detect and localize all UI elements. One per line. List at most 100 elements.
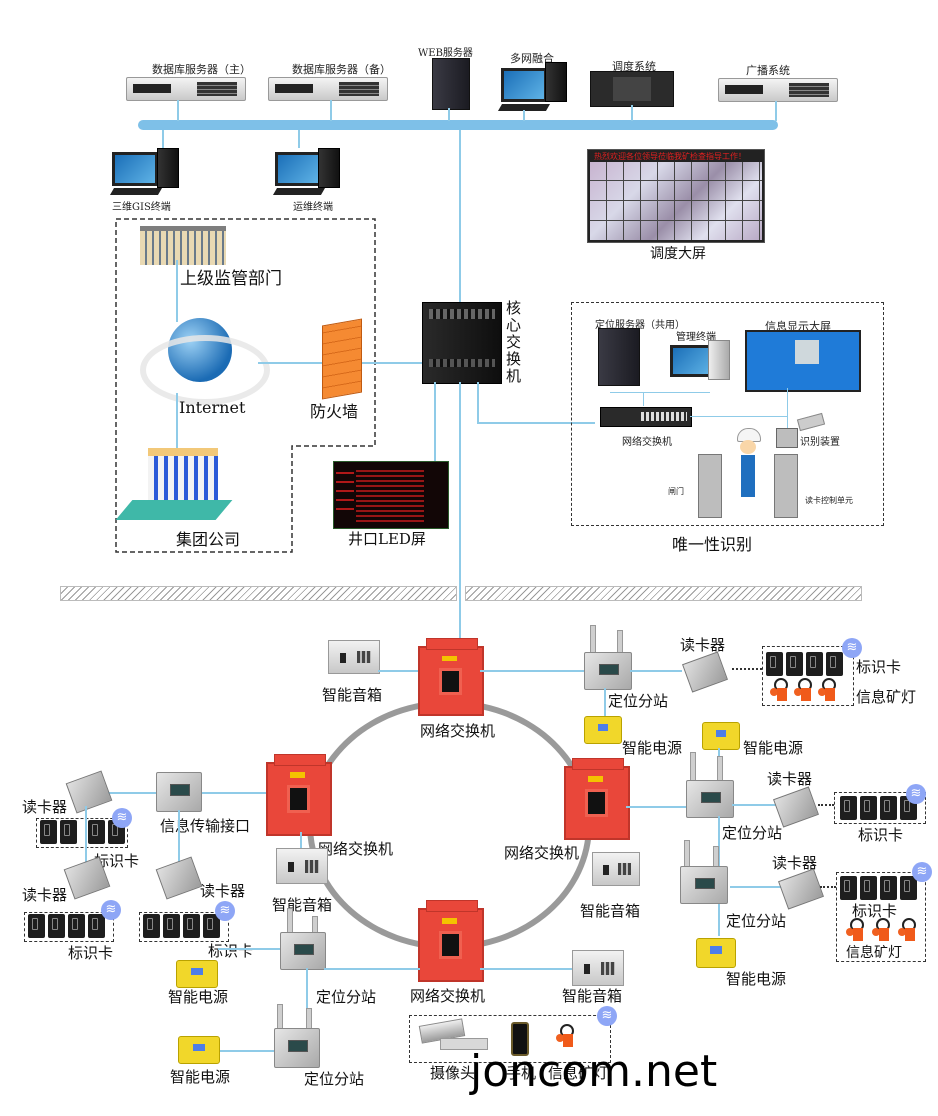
label-ring-switch-top: 网络交换机 bbox=[420, 722, 496, 740]
core-switch-icon bbox=[422, 302, 502, 384]
keyboard-icon bbox=[109, 188, 163, 195]
label-recognizer: 识别装置 bbox=[800, 437, 840, 448]
positioning-station-icon bbox=[584, 652, 632, 690]
core-switch-slots bbox=[429, 309, 495, 319]
mgmt-terminal-pc-icon bbox=[708, 340, 730, 380]
ring-switch-top-icon bbox=[418, 638, 484, 716]
group-ground-icon bbox=[115, 500, 233, 520]
label-multi-net: 多网融合 bbox=[510, 52, 554, 65]
label-web-server: WEB服务器 bbox=[418, 48, 473, 59]
positioning-station-icon bbox=[680, 866, 728, 904]
id-card-icon bbox=[860, 796, 877, 820]
wifi-icon: ≋ bbox=[597, 1006, 617, 1026]
label-positioning-station: 定位分站 bbox=[722, 824, 783, 842]
connector bbox=[610, 392, 710, 393]
connector bbox=[104, 792, 156, 794]
mine-lamp-icon bbox=[846, 918, 864, 942]
connector bbox=[477, 422, 595, 424]
card-reader-icon bbox=[682, 651, 728, 693]
firewall-icon bbox=[322, 318, 362, 400]
gate-left-icon bbox=[698, 454, 722, 518]
id-card-icon bbox=[68, 914, 85, 938]
mine-lamp-icon bbox=[794, 678, 812, 702]
wifi-icon: ≋ bbox=[101, 900, 121, 920]
positioning-station-icon bbox=[274, 1028, 320, 1068]
label-card-reader: 读卡器 bbox=[767, 770, 813, 788]
label-info-lamp: 信息矿灯 bbox=[846, 945, 902, 961]
id-card-icon bbox=[88, 820, 105, 844]
connector bbox=[523, 110, 525, 121]
label-smart-speaker: 智能音箱 bbox=[580, 902, 641, 920]
smart-speaker-top-icon bbox=[328, 640, 380, 674]
connector bbox=[300, 832, 302, 848]
card-group-border bbox=[836, 872, 926, 962]
label-id-card: 标识卡 bbox=[858, 826, 904, 844]
label-ring-switch-bottom: 网络交换机 bbox=[410, 987, 486, 1005]
miner-face bbox=[740, 440, 756, 454]
smart-power-icon bbox=[178, 1036, 220, 1064]
label-id-card: 标识卡 bbox=[208, 942, 254, 960]
smart-speaker-right-icon bbox=[592, 852, 640, 886]
id-card-icon bbox=[163, 914, 180, 938]
card-reader-icon bbox=[155, 856, 203, 900]
multi-net-pc-icon bbox=[545, 62, 567, 102]
keyboard-icon bbox=[272, 188, 326, 195]
id-card-icon bbox=[88, 914, 105, 938]
connector bbox=[176, 393, 178, 453]
label-smart-power: 智能电源 bbox=[170, 1068, 231, 1086]
connector bbox=[787, 388, 788, 428]
connector bbox=[480, 670, 584, 672]
phone-icon bbox=[511, 1022, 529, 1056]
smart-speaker-left-icon bbox=[276, 848, 328, 884]
id-card-icon bbox=[48, 914, 65, 938]
connector bbox=[200, 792, 266, 794]
antenna-icon bbox=[690, 752, 696, 782]
label-reader-control: 读卡控制单元 bbox=[805, 496, 853, 505]
label-internet: Internet bbox=[179, 398, 246, 417]
connector bbox=[448, 108, 450, 121]
id-card-icon bbox=[880, 876, 897, 900]
id-card-icon bbox=[203, 914, 220, 938]
label-broadcast-system: 广播系统 bbox=[746, 64, 790, 77]
label-id-card: 标识卡 bbox=[852, 902, 898, 920]
label-smart-power: 智能电源 bbox=[622, 739, 683, 757]
label-id-card: 标识卡 bbox=[68, 944, 114, 962]
label-positioning-station: 定位分站 bbox=[316, 988, 377, 1006]
id-card-icon bbox=[40, 820, 57, 844]
id-card-icon bbox=[826, 652, 843, 676]
label-card-reader: 读卡器 bbox=[22, 886, 68, 904]
label-id-card: 标识卡 bbox=[856, 658, 902, 676]
label-info-lamp: 信息矿灯 bbox=[548, 1064, 609, 1082]
db-main-server-icon bbox=[126, 77, 246, 101]
identity-zone-border bbox=[571, 302, 884, 526]
connector bbox=[630, 670, 682, 672]
label-firewall: 防火墙 bbox=[310, 402, 359, 421]
connector bbox=[626, 806, 686, 808]
card-group-border bbox=[834, 792, 926, 824]
id-card-icon bbox=[766, 652, 783, 676]
gis-terminal-monitor-icon bbox=[112, 152, 158, 186]
label-smart-power: 智能电源 bbox=[726, 970, 787, 988]
antenna-icon bbox=[306, 1008, 312, 1030]
top-bus bbox=[138, 120, 778, 130]
gis-terminal-pc-icon bbox=[157, 148, 179, 188]
label-positioning-station: 定位分站 bbox=[304, 1070, 365, 1088]
mine-lamp-icon bbox=[898, 918, 916, 942]
miner-body bbox=[741, 455, 755, 497]
switch-ports bbox=[641, 412, 687, 421]
core-switch-slots bbox=[429, 359, 495, 367]
gate-right-icon bbox=[774, 454, 798, 518]
info-screen-icon bbox=[745, 330, 861, 392]
label-info-lamp: 信息矿灯 bbox=[856, 688, 917, 706]
positioning-station-icon bbox=[280, 932, 326, 970]
connector bbox=[690, 416, 788, 417]
id-card-icon bbox=[806, 652, 823, 676]
connector bbox=[330, 100, 332, 121]
web-server-icon bbox=[432, 58, 470, 110]
info-screen-photo bbox=[795, 340, 819, 364]
multi-net-monitor-icon bbox=[501, 68, 547, 102]
connector bbox=[218, 1050, 274, 1052]
led-screen-side bbox=[336, 470, 354, 510]
id-card-icon bbox=[860, 876, 877, 900]
label-smart-power: 智能电源 bbox=[168, 988, 229, 1006]
